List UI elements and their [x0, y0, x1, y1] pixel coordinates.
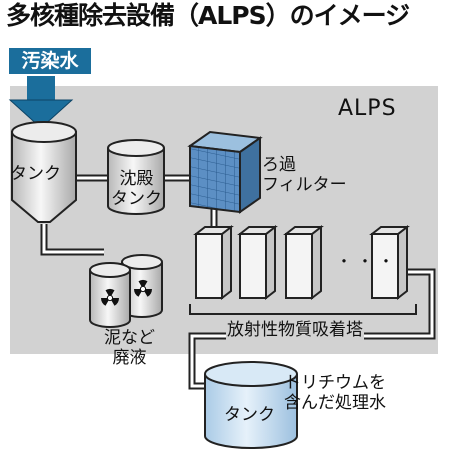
- adsorption-tower: [283, 224, 324, 301]
- tank-1: [11, 121, 77, 223]
- ellipsis: ・・・: [336, 252, 400, 271]
- arrow-down-icon: [8, 99, 74, 129]
- filter-label: ろ過 フィルター: [262, 155, 347, 195]
- adsorption-tower: [237, 224, 278, 301]
- adsorption-tower-label: 放射性物質吸着塔: [226, 320, 364, 341]
- tank-1-label: タンク: [10, 164, 61, 184]
- adsorption-tower: [193, 224, 234, 301]
- treated-water-label: トリチウムを 含んだ処理水: [284, 373, 386, 413]
- alps-panel: [10, 86, 438, 354]
- settling-tank-label: 沈殿 タンク: [111, 169, 162, 209]
- tank-2: [204, 361, 298, 449]
- radiation-icon: [101, 289, 119, 306]
- settling-tank: [107, 139, 165, 215]
- sludge-label: 泥など 廃液: [104, 328, 155, 368]
- radiation-icon: [134, 280, 152, 297]
- adsorption-tower: [369, 224, 410, 301]
- filter-cube: [187, 130, 263, 214]
- arrow-shaft: [27, 76, 55, 104]
- tank-2-label: タンク: [224, 405, 275, 425]
- contaminated-water-label: 汚染水: [9, 48, 91, 74]
- alps-label: ALPS: [338, 96, 397, 121]
- adsorption-towers: [193, 224, 410, 301]
- adsorption-bracket: [189, 304, 417, 315]
- page-title: 多核種除去設備（ALPS）のイメージ: [6, 1, 410, 30]
